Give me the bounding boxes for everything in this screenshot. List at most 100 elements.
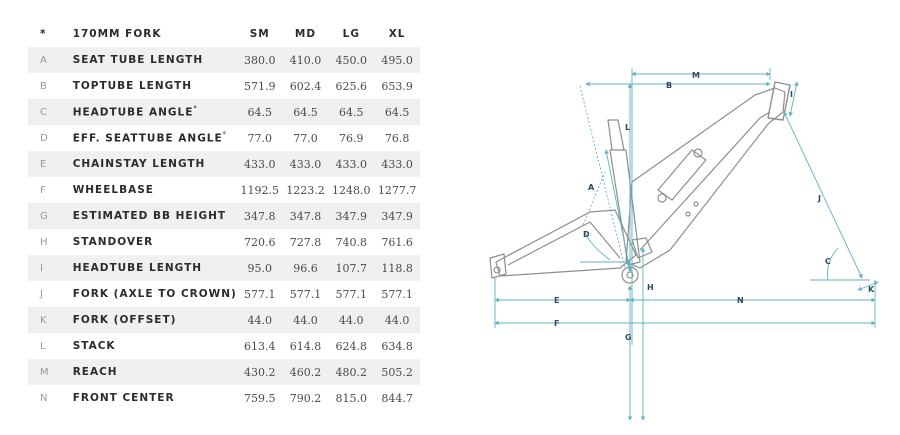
row-letter: M: [28, 359, 73, 385]
dim-label-n: N: [737, 296, 744, 305]
row-letter: N: [28, 385, 73, 411]
row-letter: K: [28, 307, 73, 333]
table-header-row: * 170MM FORK SM MD LG XL: [28, 21, 420, 47]
row-name: STANDOVER: [72, 229, 237, 255]
row-letter: E: [28, 151, 73, 177]
row-value-sm: 380.0: [236, 47, 283, 73]
dim-label-f: F: [554, 319, 559, 328]
dim-line-d-guide: [582, 171, 606, 226]
row-name: FORK (AXLE TO CROWN): [72, 281, 237, 307]
row-letter: A: [28, 47, 73, 73]
dim-label-d: D: [583, 230, 590, 239]
row-letter: F: [28, 177, 73, 203]
row-value-md: 347.8: [282, 203, 329, 229]
dim-label-e: E: [554, 296, 559, 305]
dim-label-c: C: [825, 257, 831, 266]
row-value-lg: 433.0: [328, 151, 375, 177]
rear-axle: [493, 266, 501, 274]
row-name: FORK (OFFSET): [72, 307, 237, 333]
row-value-sm: 347.8: [236, 203, 283, 229]
row-value-md: 44.0: [282, 307, 329, 333]
header-size-md: MD: [294, 28, 317, 40]
row-value-md: 727.8: [282, 229, 329, 255]
row-value-sm: 571.9: [236, 73, 283, 99]
header-star: *: [40, 28, 47, 40]
row-value-xl: 844.7: [374, 385, 420, 411]
row-value-xl: 761.6: [374, 229, 420, 255]
shock-eyelet-top: [693, 148, 703, 158]
dim-line-a: [579, 85, 626, 269]
rear-dropout: [489, 253, 507, 279]
dim-line-a-arrow: [604, 149, 632, 271]
switch-link: [631, 237, 653, 259]
dimension-lines: [494, 68, 879, 421]
dim-label-m: M: [692, 71, 700, 80]
row-name: TOPTUBE LENGTH: [72, 73, 237, 99]
row-name: STACK: [72, 333, 237, 359]
row-value-lg: 76.9: [328, 125, 375, 151]
row-value-md: 96.6: [282, 255, 329, 281]
row-name: SEAT TUBE LENGTH: [72, 47, 237, 73]
dim-label-i: I: [790, 90, 793, 99]
row-value-xl: 433.0: [374, 151, 420, 177]
row-value-md: 1223.2: [282, 177, 329, 203]
row-value-sm: 720.6: [236, 229, 283, 255]
row-value-lg: 107.7: [328, 255, 375, 281]
row-value-xl: 505.2: [374, 359, 420, 385]
row-value-md: 460.2: [282, 359, 329, 385]
row-value-lg: 44.0: [328, 307, 375, 333]
row-value-sm: 613.4: [236, 333, 283, 359]
row-name: REACH: [72, 359, 237, 385]
dim-label-a: A: [588, 183, 595, 192]
row-value-md: 602.4: [282, 73, 329, 99]
seat-tube: [609, 149, 641, 266]
row-value-xl: 495.0: [374, 47, 420, 73]
row-value-xl: 1277.7: [374, 177, 420, 203]
row-value-lg: 740.8: [328, 229, 375, 255]
row-letter: L: [28, 333, 73, 359]
seatpost: [607, 119, 625, 151]
dim-label-h: H: [647, 283, 654, 292]
bike-geometry-diagram: M B I L A J D C K E N F G H: [489, 68, 879, 421]
seatstay-inner: [507, 221, 621, 266]
shock-eyelet-bottom: [657, 193, 667, 203]
row-value-md: 64.5: [282, 99, 329, 125]
row-value-lg: 450.0: [328, 47, 375, 73]
row-value-xl: 653.9: [374, 73, 420, 99]
dim-label-g: G: [625, 333, 632, 342]
down-tube-inner: [639, 111, 771, 251]
row-value-xl: 44.0: [374, 307, 420, 333]
dim-label-l: L: [625, 123, 630, 132]
row-value-xl: 64.5: [374, 99, 420, 125]
bottle-boss: [685, 211, 691, 217]
row-value-xl: 577.1: [374, 281, 420, 307]
head-tube: [767, 81, 791, 121]
row-name: FRONT CENTER: [72, 385, 237, 411]
row-letter: H: [28, 229, 73, 255]
row-value-xl: 118.8: [374, 255, 420, 281]
swingarm: [495, 209, 637, 277]
row-name: ESTIMATED BB HEIGHT: [72, 203, 237, 229]
dimension-labels: M B I L A J D C K E N F G H: [554, 71, 875, 342]
row-value-sm: 577.1: [236, 281, 283, 307]
row-value-sm: 64.5: [236, 99, 283, 125]
front-triangle: [625, 87, 786, 269]
dim-label-j: J: [817, 194, 821, 203]
row-value-sm: 433.0: [236, 151, 283, 177]
row-letter: B: [28, 73, 73, 99]
